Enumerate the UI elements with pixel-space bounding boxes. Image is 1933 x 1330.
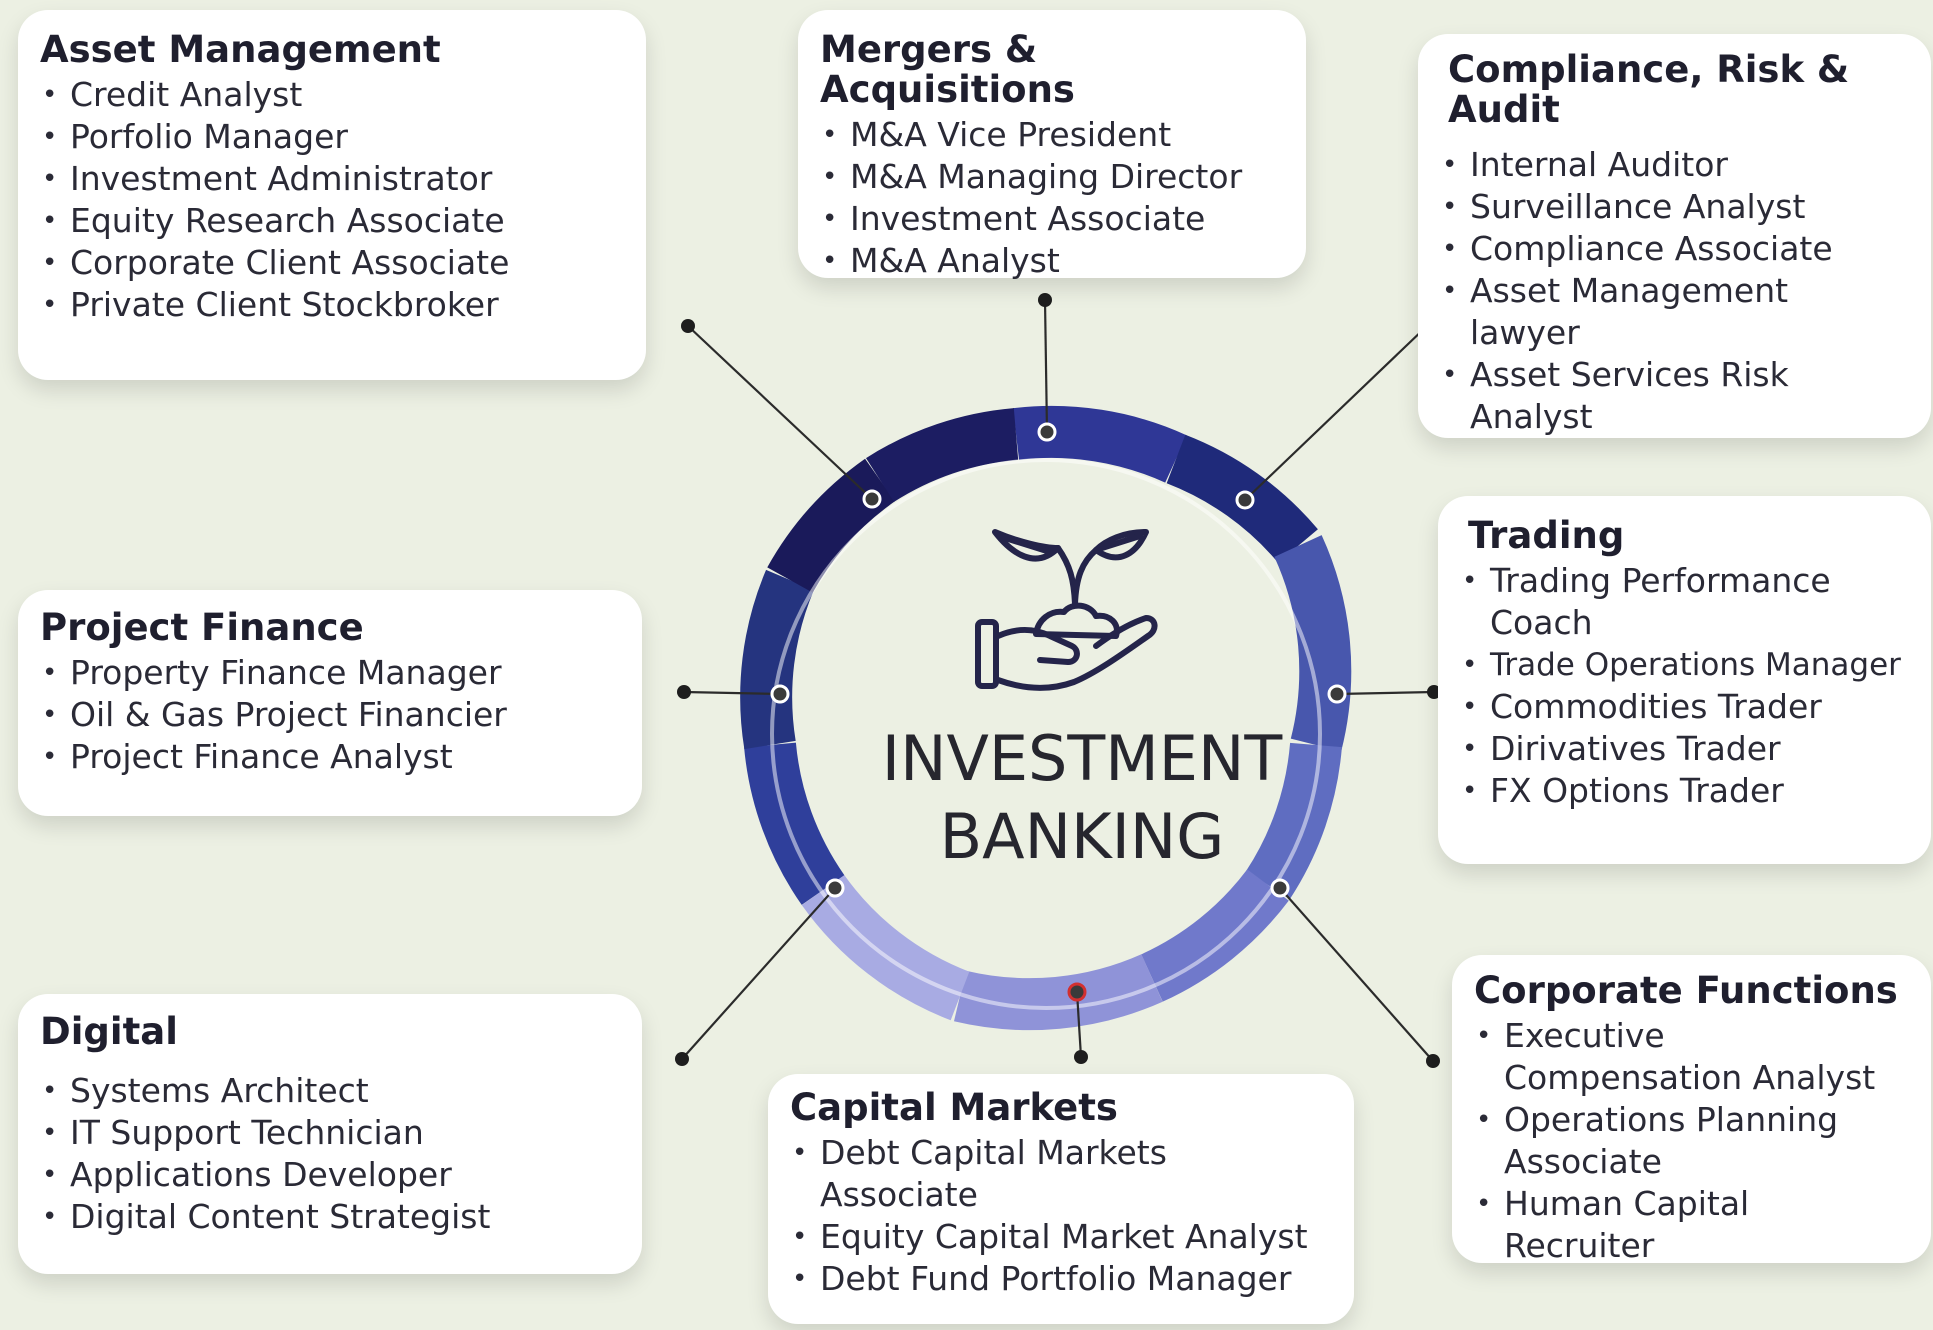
card-title: Asset Management [40,28,441,71]
card-compliance-risk-audit: Compliance, Risk & Audit Internal Audito… [1418,34,1931,438]
list-item: Property Finance Manager [40,652,620,694]
card-trading: Trading Trading Performance Coach Trade … [1438,496,1931,864]
card-capital-markets: Capital Markets Debt Capital Markets Ass… [768,1074,1354,1324]
card-list: M&A Vice President M&A Managing Director… [820,114,1284,282]
hand-holding-plant-icon [975,529,1158,691]
list-item: M&A Managing Director [820,156,1284,198]
list-item: FX Options Trader [1460,770,1909,812]
list-item: Investment Administrator [40,158,624,200]
card-asset-management: Asset Management Credit Analyst Porfolio… [18,10,646,380]
list-item: Porfolio Manager [40,116,624,158]
list-item: Systems Architect [40,1070,620,1112]
list-item: Compliance Associate [1440,228,1909,270]
list-item: Asset Services Risk Analyst [1440,354,1909,438]
card-title: Corporate Functions [1474,969,1898,1012]
card-list: Trading Performance Coach Trade Operatio… [1460,560,1909,812]
card-mergers-acquisitions: Mergers & Acquisitions M&A Vice Presiden… [798,10,1306,282]
card-title: Compliance, Risk & Audit [1448,50,1909,130]
card-list: Systems Architect IT Support Technician … [40,1070,620,1238]
connector-mergers [1043,299,1049,433]
list-item: Equity Research Associate [40,200,624,242]
card-title-line2: Audit [1448,88,1560,131]
list-item: M&A Analyst [820,240,1284,282]
connector-corporate-functions [1279,887,1434,1062]
list-item: Debt Fund Portfolio Manager [790,1258,1332,1300]
list-item: Investment Associate [820,198,1284,240]
center-ring [740,405,1352,1031]
list-item: Internal Auditor [1440,144,1909,186]
list-item: Surveillance Analyst [1440,186,1909,228]
list-item: Human Capital Recruiter [1474,1183,1909,1267]
connector-compliance [1244,324,1429,501]
card-title: Project Finance [40,606,364,649]
connector-asset-management [687,325,873,500]
list-item: Trade Operations Manager [1460,644,1909,686]
list-item: Applications Developer [40,1154,620,1196]
list-item: M&A Vice President [820,114,1284,156]
list-item: Dirivatives Trader [1460,728,1909,770]
card-title: Digital [40,1010,178,1053]
list-item: IT Support Technician [40,1112,620,1154]
list-item: Private Client Stockbroker [40,284,624,326]
center-title: INVESTMENT BANKING [822,720,1342,876]
card-corporate-functions: Corporate Functions Executive Compensati… [1452,955,1931,1265]
list-item: Operations Planning Associate [1474,1099,1864,1183]
card-title: Capital Markets [790,1086,1118,1129]
list-item: Project Finance Analyst [40,736,620,778]
connector-digital [681,887,836,1060]
card-list: Internal Auditor Surveillance Analyst Co… [1440,144,1909,438]
list-item: Asset Management lawyer [1440,270,1800,354]
list-item: Commodities Trader [1460,686,1909,728]
list-item: Digital Content Strategist [40,1196,620,1238]
connector-capital-markets [1075,991,1083,1058]
list-item: Oil & Gas Project Financier [40,694,620,736]
card-title-line1: Compliance, Risk & [1448,48,1850,91]
card-list: Property Finance Manager Oil & Gas Proje… [40,652,620,778]
card-project-finance: Project Finance Property Finance Manager… [18,590,642,816]
list-item: Equity Capital Market Analyst [790,1216,1332,1258]
card-list: Executive Compensation Analyst Operation… [1474,1015,1909,1267]
list-item: Trading Performance Coach [1460,560,1870,644]
card-list: Credit Analyst Porfolio Manager Investme… [40,74,624,326]
list-item: Executive Compensation Analyst [1474,1015,1909,1099]
connector-project-finance [683,690,781,696]
card-digital: Digital Systems Architect IT Support Tec… [18,994,642,1274]
connector-trading [1336,690,1435,696]
list-item: Corporate Client Associate [40,242,624,284]
center-title-line2: BANKING [939,800,1225,873]
connectors [681,299,1435,1062]
center-title-line1: INVESTMENT [881,722,1283,795]
list-item: Debt Capital Markets Associate [790,1132,1332,1216]
card-title: Mergers & Acquisitions [820,28,1075,111]
card-list: Debt Capital Markets Associate Equity Ca… [790,1132,1332,1300]
ring-dots [770,422,1347,1002]
list-item: Credit Analyst [40,74,624,116]
card-title: Trading [1468,514,1625,557]
